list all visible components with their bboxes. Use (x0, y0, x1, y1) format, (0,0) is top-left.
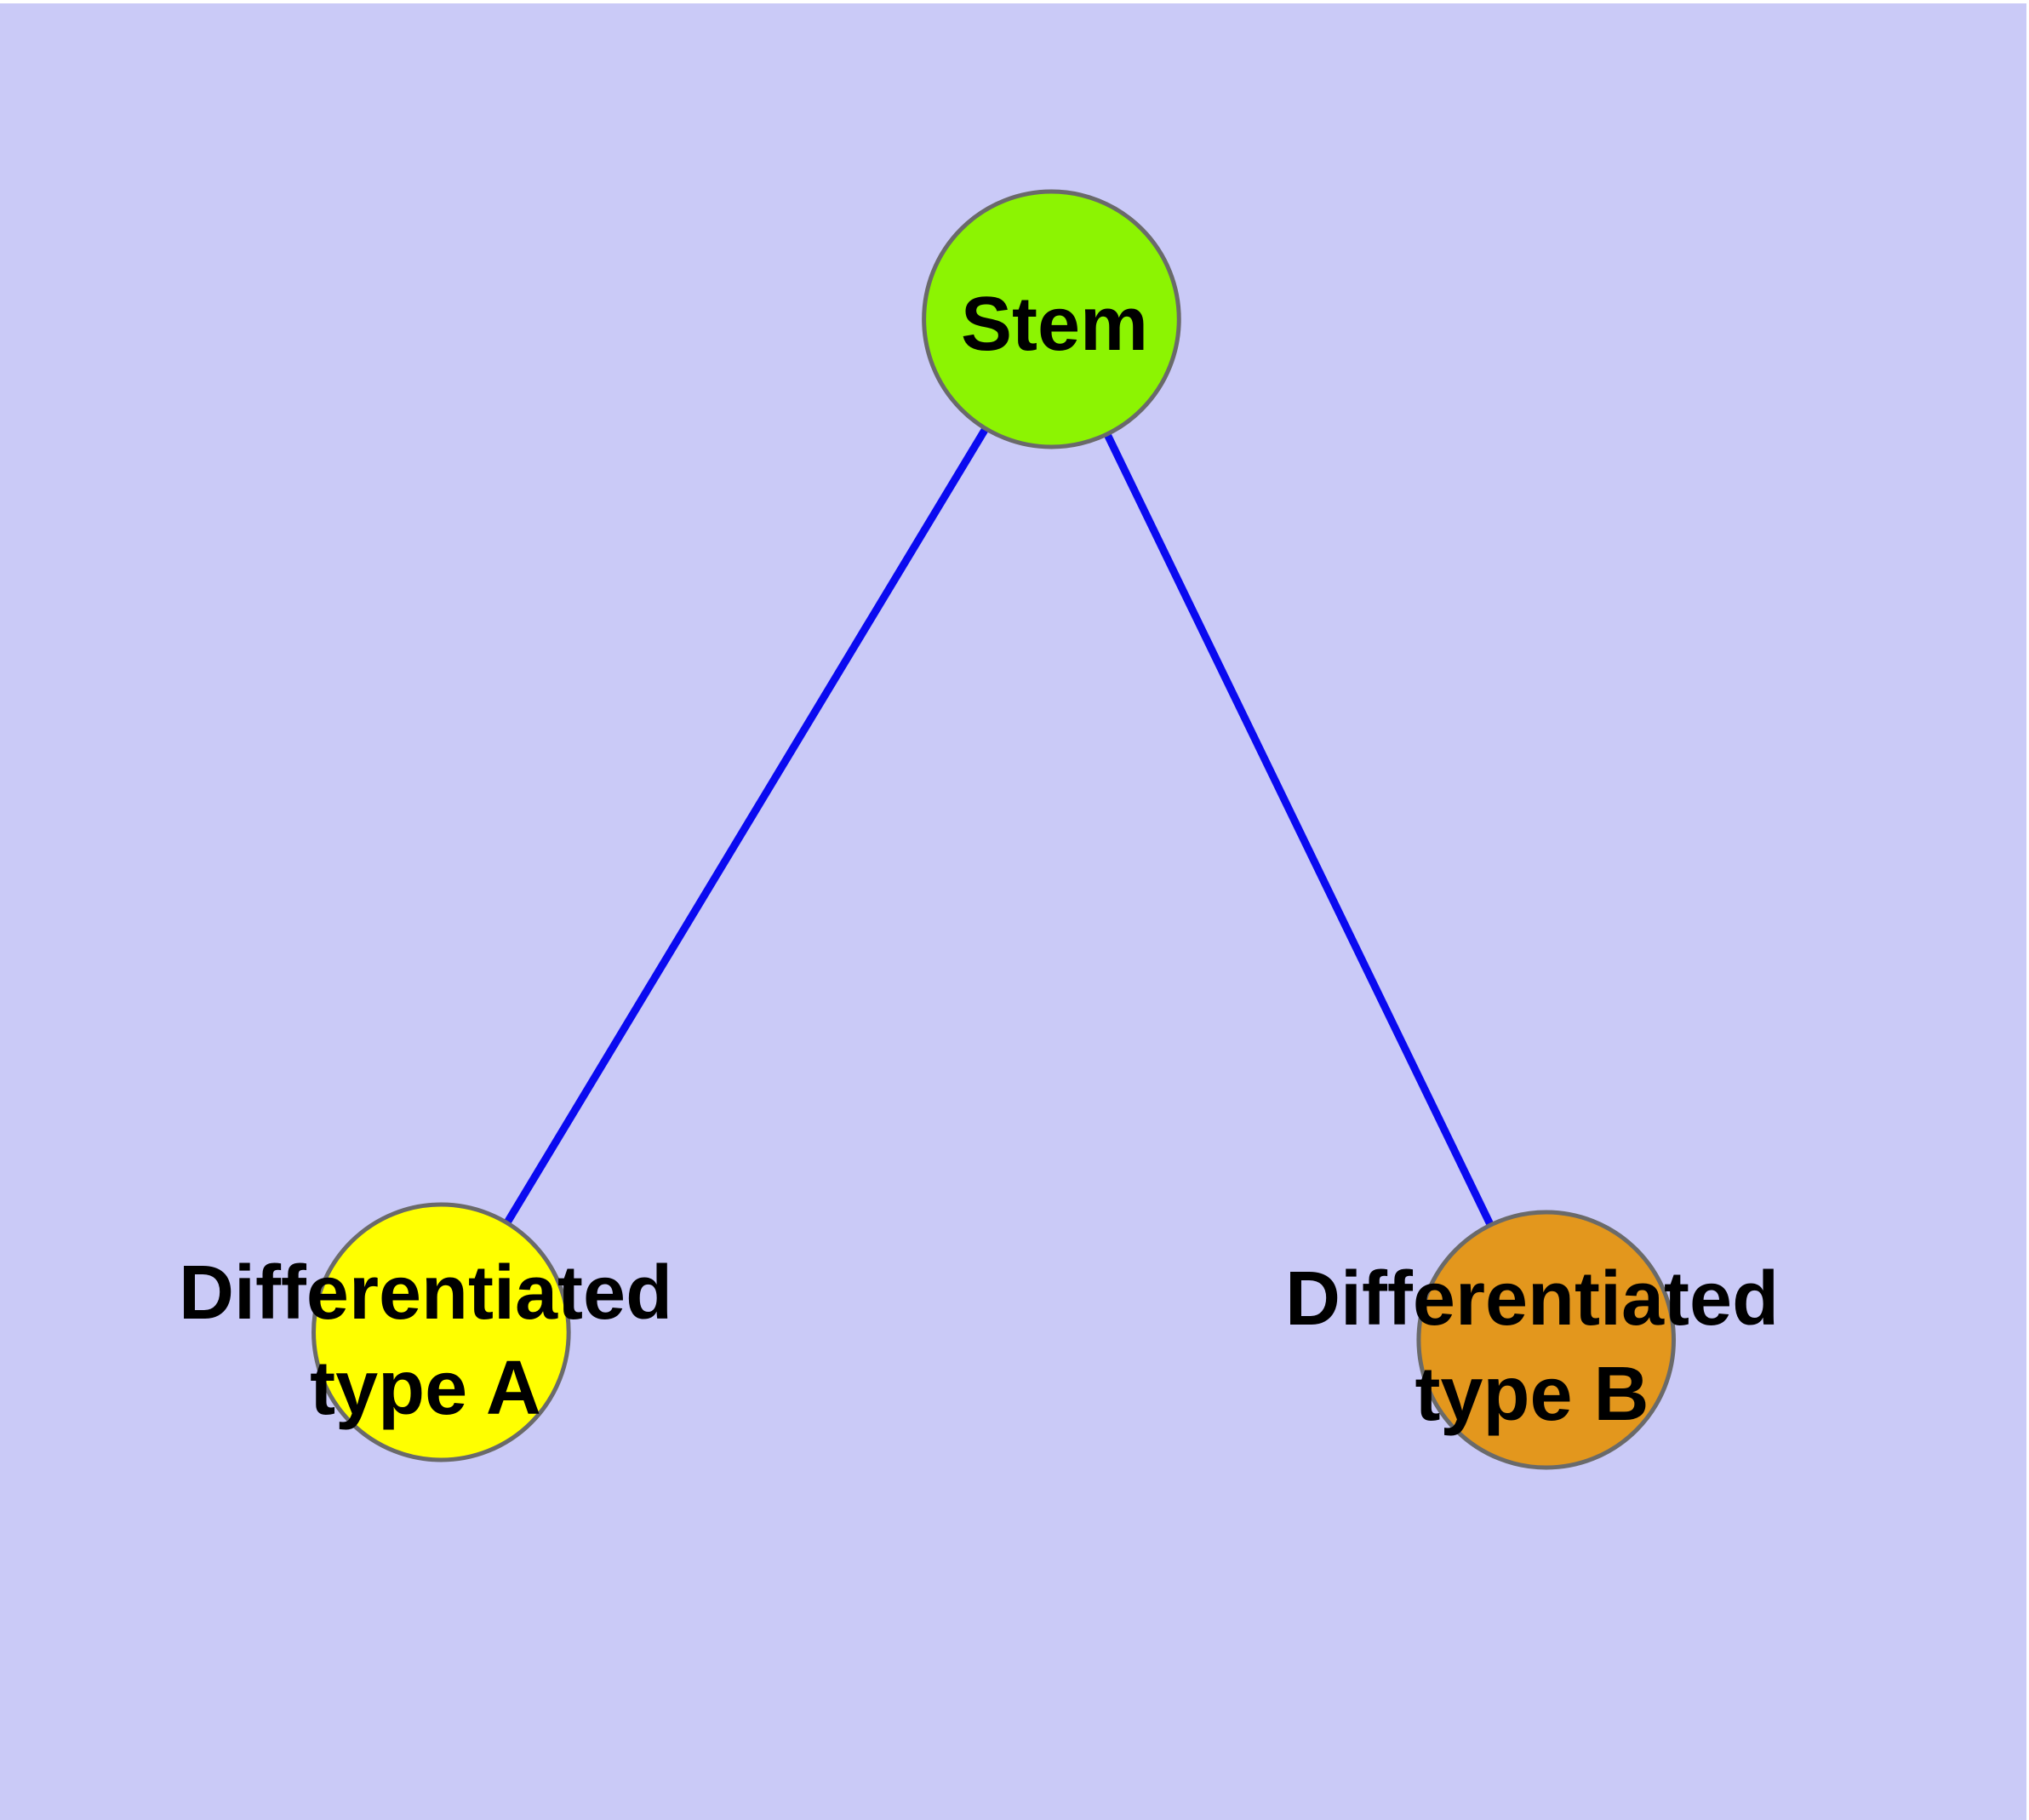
differentiated-type-a-node-label: Differentiated type A (179, 1245, 672, 1436)
type-a-label-line1: Differentiated (178, 1251, 673, 1336)
differentiated-type-a-node-circle (311, 1202, 571, 1462)
differentiated-type-b-node-circle (1416, 1210, 1677, 1470)
differentiated-type-b-node-label: Differentiated type B (1285, 1251, 1779, 1442)
type-b-label-line2: type B (1415, 1352, 1649, 1437)
graph-svg (311, 189, 1677, 1470)
diagram-canvas: Stem Differentiated type A Differentiate… (0, 3, 2026, 1820)
type-a-label-line2: type A (310, 1346, 541, 1431)
stem-node-circle (922, 189, 1181, 449)
type-b-label-line1: Differentiated (1284, 1256, 1780, 1342)
edge-stem-to-type-b-line (1048, 318, 1550, 1342)
stem-node-label-text: Stem (960, 282, 1149, 367)
edge-stem-to-type-a-line (437, 317, 1055, 1335)
stem-node-label: Stem (961, 277, 1148, 372)
